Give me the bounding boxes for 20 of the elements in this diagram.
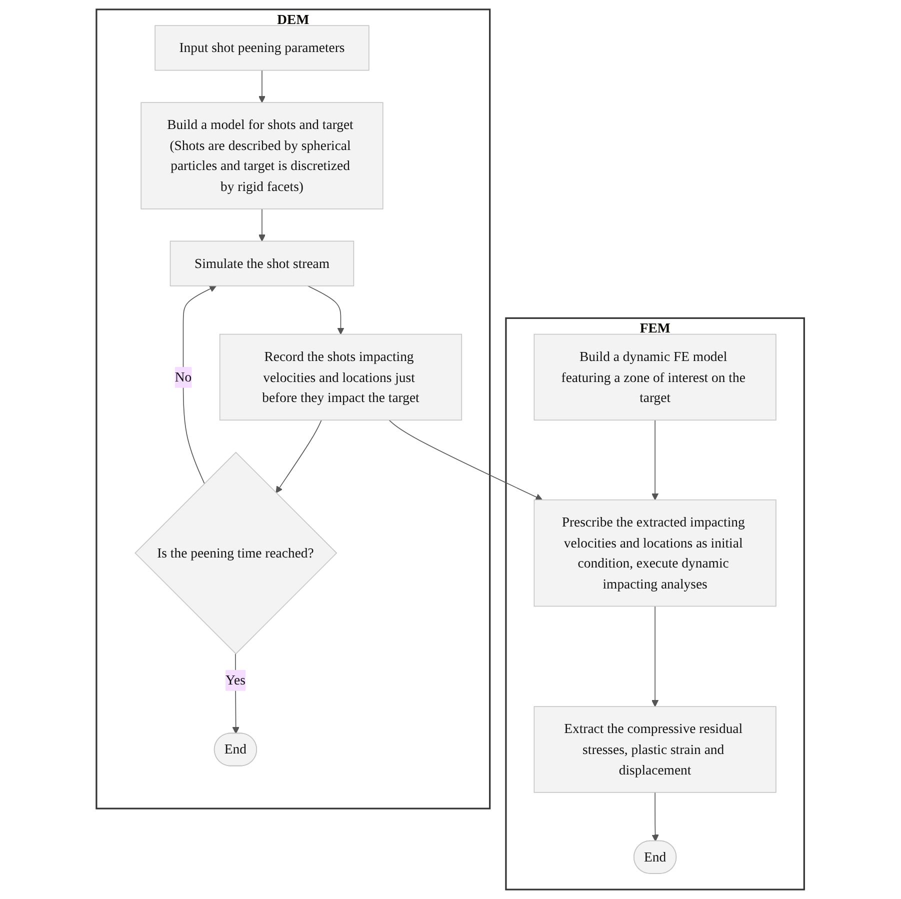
arrow (388, 420, 543, 500)
arrow (232, 653, 240, 734)
node-box: Build a dynamic FE model featuring a zone of interest on the target (534, 334, 777, 420)
node-box: Prescribe the extracted impacting velocities and locations as initial condition, execute dynamic impacting analyses (534, 499, 777, 607)
node-box: Build a model for shots and target (Shots are described by spherical particles and target is discretized by rigid facets) (140, 102, 384, 210)
node-box: Record the shots impacting velocities and locations just before they impact the target (220, 334, 462, 420)
node-diamond: Is the peening time reached? (134, 452, 338, 654)
arrow (652, 606, 659, 707)
arrow (652, 420, 659, 500)
edge-label: No (175, 369, 192, 385)
arrow (652, 792, 660, 842)
arrow (276, 420, 322, 494)
arrow (258, 208, 266, 242)
node-box: Simulate the shot stream (170, 240, 354, 286)
arrow (308, 286, 344, 335)
arrow (258, 70, 266, 103)
edge-label: Yes (226, 672, 246, 688)
node-box: Extract the compressive residual stresses, plastic strain and displacement (534, 706, 777, 793)
node-box: Input shot peening parameters (154, 25, 370, 71)
arrow (183, 286, 217, 484)
